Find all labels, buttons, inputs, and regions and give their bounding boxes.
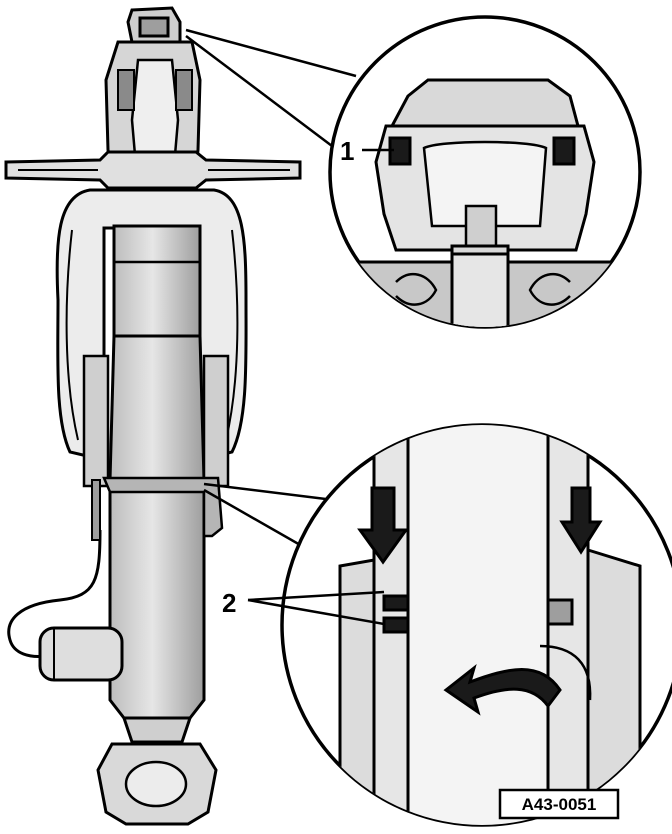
callout-2-leader-a xyxy=(247,590,385,602)
lower-neck xyxy=(121,716,193,744)
detail-top-inner xyxy=(422,140,548,228)
detail-top-seal-right xyxy=(552,136,576,166)
bellows-fold-right xyxy=(225,229,239,441)
clamp-left xyxy=(82,354,110,488)
detail-bottom-sleeve xyxy=(338,558,376,825)
sensor-cable-sheath xyxy=(91,479,101,541)
detail-bottom-ring-outline xyxy=(539,644,592,701)
sensor-canister xyxy=(38,626,124,682)
detail-view-bottom xyxy=(280,423,672,827)
detail-top-cap xyxy=(389,78,580,128)
mounting-bracket xyxy=(4,150,302,190)
detail-top-coil-left xyxy=(395,272,438,306)
detail-top-coil-right xyxy=(528,272,571,306)
figure-code-text: A43-0051 xyxy=(522,795,597,814)
top-connector-nut xyxy=(138,16,170,38)
detail-bottom-body xyxy=(406,425,550,825)
leader-top-lower xyxy=(185,35,333,147)
bellows-fold-left xyxy=(65,229,79,441)
detail-top-stem xyxy=(464,204,498,248)
clamp-right xyxy=(202,354,230,488)
sensor-cable xyxy=(7,529,102,658)
detail-bottom-down-arrow-right xyxy=(559,486,603,555)
detail-bottom-tube-right xyxy=(546,425,590,825)
callout-2-label: 2 xyxy=(222,588,236,618)
damper-body xyxy=(108,334,206,720)
figure-code-frame xyxy=(498,788,620,820)
detail-bottom-down-arrow-left xyxy=(357,486,409,565)
figure-code-box: A43-0051 xyxy=(498,788,620,820)
upper-mount-valve-left xyxy=(117,69,135,111)
lower-bushing-core xyxy=(124,760,188,808)
detail-bottom-ring-right xyxy=(546,598,574,626)
detail-top-rod-front xyxy=(450,252,510,327)
callout-1: 1 xyxy=(340,136,394,166)
damper-upper-tube xyxy=(112,224,202,338)
detail-bottom-ring-left-top xyxy=(382,594,410,612)
detail-view-top xyxy=(328,15,642,329)
detail-bottom-rotate-arrow xyxy=(443,663,562,716)
detail-bottom-ring-left-bottom xyxy=(382,616,410,634)
callout-1-label: 1 xyxy=(340,136,354,166)
callout-2: 2 xyxy=(222,588,385,626)
leader-top-upper xyxy=(185,28,357,78)
strut-assembly xyxy=(4,6,302,826)
upper-mount-valve-right xyxy=(175,69,193,111)
callout-2-leader-b xyxy=(247,598,385,626)
